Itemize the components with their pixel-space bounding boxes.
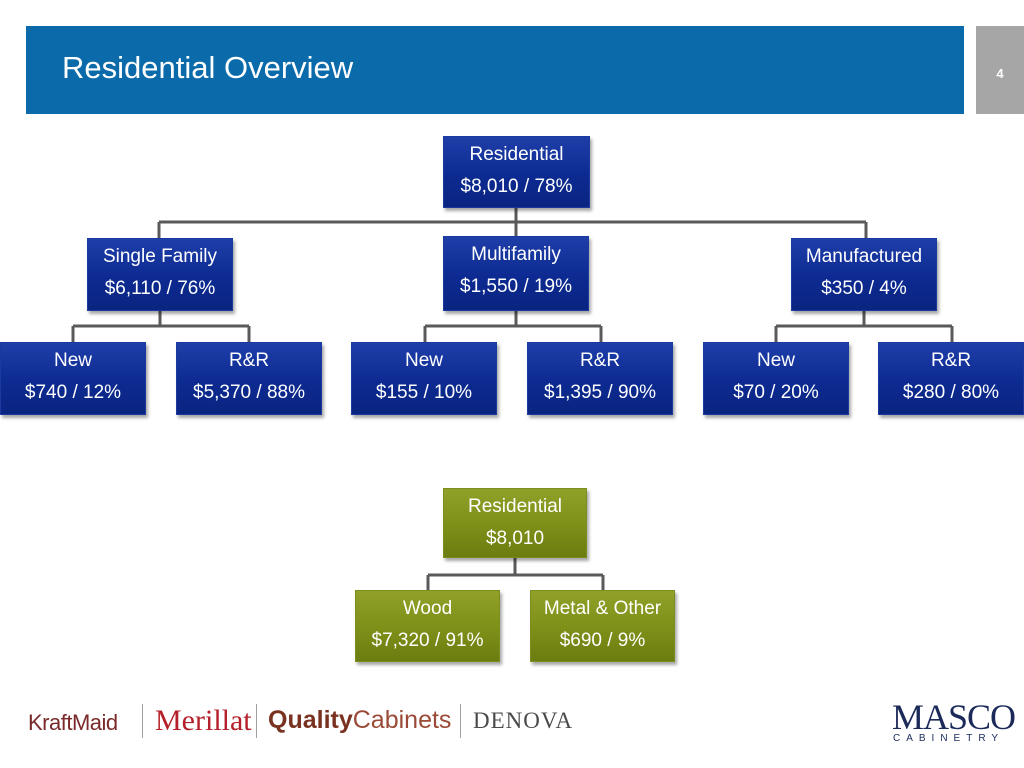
node-single-family-new: New $740 / 12%: [0, 342, 146, 415]
node-material-residential: Residential $8,010: [443, 488, 587, 558]
kraftmaid-logo: KraftMaid: [28, 710, 118, 735]
masco-logo: MASCO: [892, 697, 1016, 737]
node-manufactured-new: New $70 / 20%: [703, 342, 849, 415]
node-single-family: Single Family $6,110 / 76%: [87, 238, 233, 311]
merillat-logo: Merillat: [155, 704, 252, 737]
quality-cabinets-logo: QualityCabinets: [268, 706, 452, 734]
masco-cabinetry-subtitle: CABINETRY: [893, 733, 1005, 744]
header-bar: Residential Overview: [26, 26, 964, 114]
connector-manufactured: [774, 311, 954, 342]
node-multifamily-rr: R&R $1,395 / 90%: [527, 342, 673, 415]
node-manufactured: Manufactured $350 / 4%: [791, 238, 937, 311]
page-title: Residential Overview: [62, 50, 354, 85]
logo-divider: [460, 704, 461, 738]
node-multifamily-new: New $155 / 10%: [351, 342, 497, 415]
node-multifamily: Multifamily $1,550 / 19%: [443, 236, 589, 311]
connector-multifamily: [423, 311, 603, 342]
node-single-family-rr: R&R $5,370 / 88%: [176, 342, 322, 415]
node-metal-other: Metal & Other $690 / 9%: [530, 590, 675, 662]
denova-logo: DENOVA: [473, 708, 574, 733]
connector-material: [426, 558, 605, 590]
page-number-box: 4: [976, 26, 1024, 114]
connector-root-level1: [157, 208, 868, 238]
node-residential: Residential $8,010 / 78%: [443, 136, 590, 208]
connector-single-family: [71, 311, 251, 342]
brand-logos: KraftMaid Merillat QualityCabinets DENOV…: [0, 680, 1024, 768]
node-manufactured-rr: R&R $280 / 80%: [878, 342, 1024, 415]
logo-divider: [142, 704, 143, 738]
logo-divider: [256, 704, 257, 738]
page-number: 4: [996, 66, 1004, 81]
node-wood: Wood $7,320 / 91%: [355, 590, 500, 662]
